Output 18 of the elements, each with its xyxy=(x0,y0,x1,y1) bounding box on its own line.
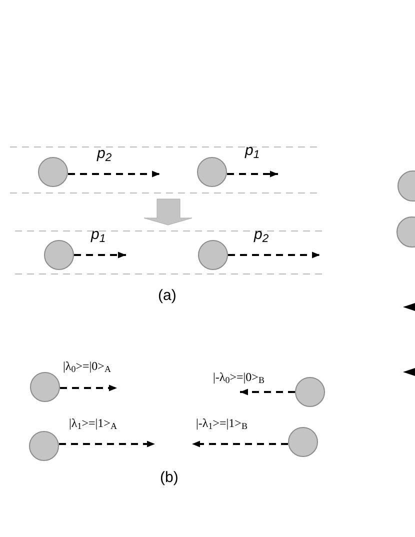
panel-label: (a) xyxy=(158,288,176,303)
dashed-arrow xyxy=(59,440,155,448)
edge-label: p$_{2}$ xyxy=(96,146,113,161)
dashed-arrow xyxy=(74,252,126,258)
edge-label: |-λ$_{1}$>=|1>$_{B}$ xyxy=(195,417,248,429)
edge-label: |λ$_{1}$>=|1>$_{A}$ xyxy=(68,417,118,429)
panel-label: (b) xyxy=(160,470,178,485)
edge-label: p$_{2}$ xyxy=(253,227,270,242)
dashed-arrow xyxy=(240,388,295,396)
dashed-arrow xyxy=(227,170,278,178)
dashed-arrow xyxy=(192,440,288,448)
edge-label: p$_{1}$ xyxy=(244,143,261,158)
edge-label: |-λ$_{0}$>=|0>$_{B}$ xyxy=(212,371,266,383)
edge-label: |λ$_{0}$>=|0>$_{A}$ xyxy=(62,360,112,372)
edge-label: p$_{1}$ xyxy=(90,227,107,242)
dashed-arrow xyxy=(228,252,320,258)
dashed-arrow xyxy=(68,170,160,178)
dashed-arrow xyxy=(60,384,117,392)
